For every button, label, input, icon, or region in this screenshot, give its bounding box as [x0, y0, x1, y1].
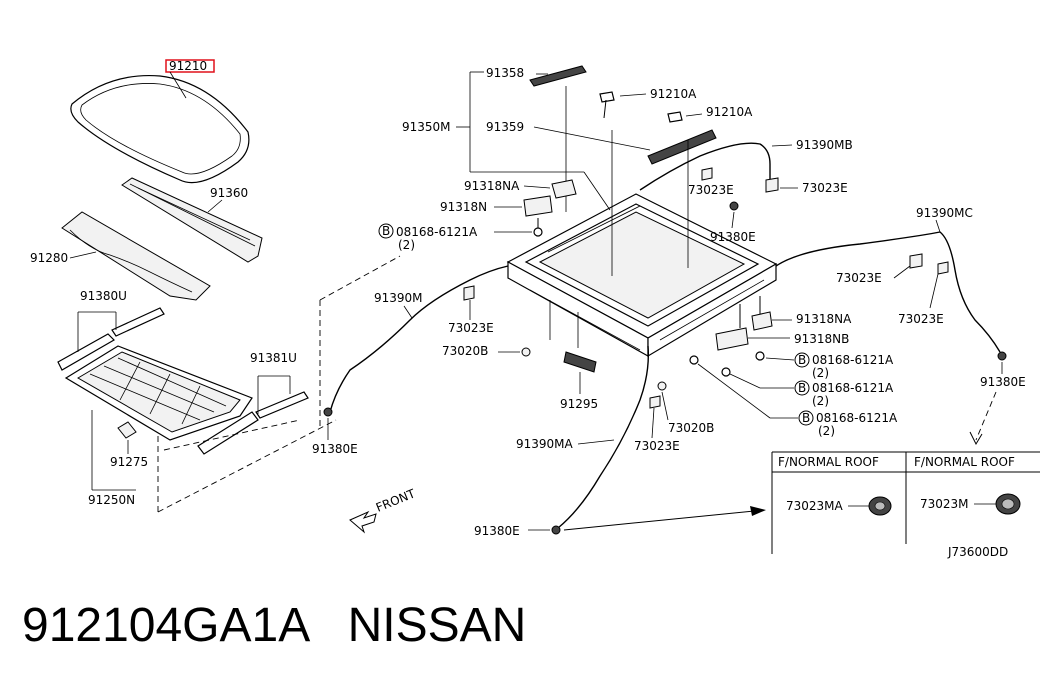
legend-table: F/NORMAL ROOF F/NORMAL ROOF 73023MA 7302…	[771, 451, 1040, 554]
bracket-91318NA-1	[551, 179, 577, 199]
label-91318NA-1: 91318NA	[464, 179, 520, 193]
label-91295: 91295	[560, 397, 598, 411]
label-73020B-1: 73020B	[442, 344, 488, 358]
bolt-08168-3	[689, 355, 699, 365]
bolt-mark-1-letter: B	[382, 224, 390, 238]
bolt-08168-2	[755, 351, 765, 361]
screw-91210A-2	[667, 111, 683, 123]
clip-73023E-5	[463, 285, 475, 301]
bracket-91318NA-2	[751, 311, 773, 331]
caption-brand: NISSAN	[347, 599, 527, 652]
bracket-91318NB	[715, 327, 749, 351]
drain-hose-91390MB	[639, 142, 771, 191]
label-08168-3: 08168-6121A	[812, 381, 894, 395]
bolt-mark-3	[794, 380, 810, 396]
label-91210A-1: 91210A	[650, 87, 697, 101]
label-91390MB: 91390MB	[796, 138, 853, 152]
rail-91358	[529, 65, 587, 87]
label-91250N: 91250N	[88, 493, 135, 507]
clip-73023E-3	[909, 253, 923, 269]
bracket-pair-91380U	[57, 307, 165, 371]
bracket-91318N	[523, 195, 553, 217]
label-91380U: 91380U	[80, 289, 127, 303]
label-91275: 91275	[110, 455, 148, 469]
bolt-mark-3-letter: B	[798, 381, 806, 395]
bolt-08168-1	[533, 227, 543, 237]
bolt-mark-2	[794, 352, 810, 368]
sunroof-frame-91350M	[506, 193, 778, 358]
label-08168-4: 08168-6121A	[816, 411, 898, 425]
grommet-91380E-3	[323, 407, 333, 417]
sunshade-panel-91250N	[64, 345, 253, 441]
grommet-91380E-1	[729, 201, 739, 211]
label-08168-2-qty: (2)	[812, 366, 829, 380]
label-91359: 91359	[486, 120, 524, 134]
label-08168-3-qty: (2)	[812, 394, 829, 408]
front-direction-indicator: FRONT	[349, 486, 418, 534]
label-91390MC: 91390MC	[916, 206, 973, 220]
clip-73023E-2	[765, 177, 779, 193]
deflector-91360	[121, 177, 263, 263]
label-08168-1-qty: (2)	[398, 238, 415, 252]
label-91380E-2: 91380E	[980, 375, 1026, 389]
clip-73023E-6	[649, 395, 661, 409]
label-91390MA: 91390MA	[516, 437, 574, 451]
bolt-mark-4	[798, 410, 814, 426]
label-08168-4-qty: (2)	[818, 424, 835, 438]
grommet-73020B-2	[657, 381, 667, 391]
clip-73023E-4	[937, 261, 949, 275]
clip-73023E-1	[701, 167, 713, 181]
label-91380E-1: 91380E	[710, 230, 756, 244]
label-91380E-3: 91380E	[312, 442, 358, 456]
label-73023E-6: 73023E	[634, 439, 680, 453]
label-91280: 91280	[30, 251, 68, 265]
label-91318N: 91318N	[440, 200, 487, 214]
motor-91295	[563, 351, 597, 373]
grommet-91380E-4	[551, 525, 561, 535]
label-08168-1: 08168-6121A	[396, 225, 478, 239]
rail-pair-91381U	[197, 391, 309, 455]
label-08168-2: 08168-6121A	[812, 353, 894, 367]
label-73020B-2: 73020B	[668, 421, 714, 435]
label-91210A-2: 91210A	[706, 105, 753, 119]
label-73023E-4: 73023E	[898, 312, 944, 326]
label-91318NA-2: 91318NA	[796, 312, 852, 326]
part-caption: 912104GA1A NISSAN	[22, 598, 526, 654]
label-73023E-1: 73023E	[688, 183, 734, 197]
label-91358: 91358	[486, 66, 524, 80]
drain-hose-91390MC	[775, 231, 1001, 353]
label-91318NB: 91318NB	[794, 332, 849, 346]
label-91381U: 91381U	[250, 351, 297, 365]
legend-col1-header: F/NORMAL ROOF	[778, 455, 879, 469]
drain-hose-91390MA	[557, 345, 650, 529]
label-73023E-2: 73023E	[802, 181, 848, 195]
label-73023E-5: 73023E	[448, 321, 494, 335]
legend-col2-header: F/NORMAL ROOF	[914, 455, 1015, 469]
bolt-mark-4-letter: B	[802, 411, 810, 425]
caption-part-number: 912104GA1A	[22, 599, 308, 652]
bolt-08168-3b	[721, 367, 731, 377]
bolt-mark-2-letter: B	[798, 353, 806, 367]
bolt-mark-1	[378, 223, 394, 239]
trim-91280	[61, 211, 211, 301]
grommet-73020B-1	[521, 347, 531, 357]
rail-91359	[647, 129, 717, 165]
glass-lid-91210	[70, 74, 250, 184]
front-label: FRONT	[374, 486, 418, 515]
highlight-box-91210	[165, 59, 215, 73]
label-73023E-3: 73023E	[836, 271, 882, 285]
drain-hose-91390M	[329, 265, 509, 413]
diagram-code: J73600DD	[947, 545, 1008, 559]
label-91360: 91360	[210, 186, 248, 200]
label-91210: 91210	[169, 59, 207, 73]
label-91380E-4: 91380E	[474, 524, 520, 538]
label-91390M: 91390M	[374, 291, 423, 305]
legend-col2-part: 73023M	[920, 497, 969, 511]
legend-col1-part: 73023MA	[786, 499, 844, 513]
label-91350M: 91350M	[402, 120, 451, 134]
screw-91210A-1	[599, 91, 615, 103]
grommet-91380E-2	[997, 351, 1007, 361]
